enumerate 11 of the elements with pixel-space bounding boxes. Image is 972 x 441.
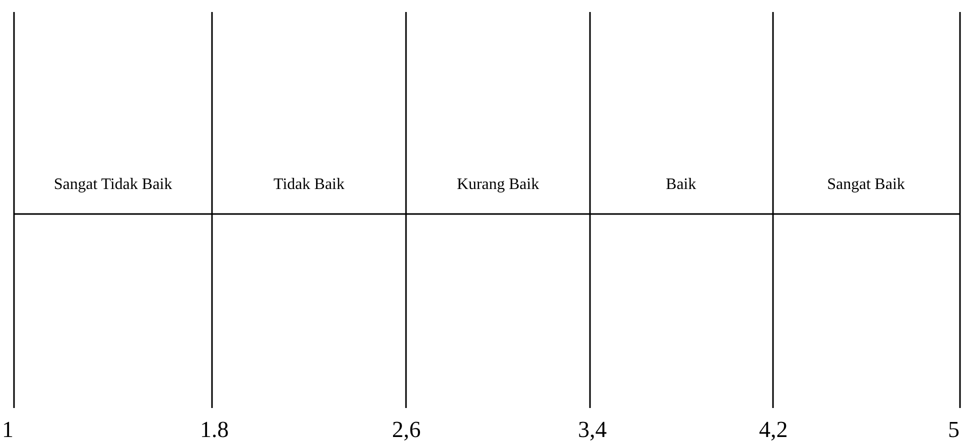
tick-label: 1.8 (200, 418, 229, 441)
tick-label: 5 (948, 418, 960, 441)
tick-label: 1 (2, 418, 14, 441)
category-label: Sangat Baik (827, 177, 905, 193)
category-label: Kurang Baik (456, 177, 540, 193)
category-label: Tidak Baik (274, 177, 344, 193)
category-label: Sangat Tidak Baik (54, 177, 172, 193)
tick-label: 3,4 (578, 418, 607, 441)
tick-label: 4,2 (759, 418, 788, 441)
category-label: Baik (666, 177, 696, 193)
tick-label: 2,6 (392, 418, 421, 441)
